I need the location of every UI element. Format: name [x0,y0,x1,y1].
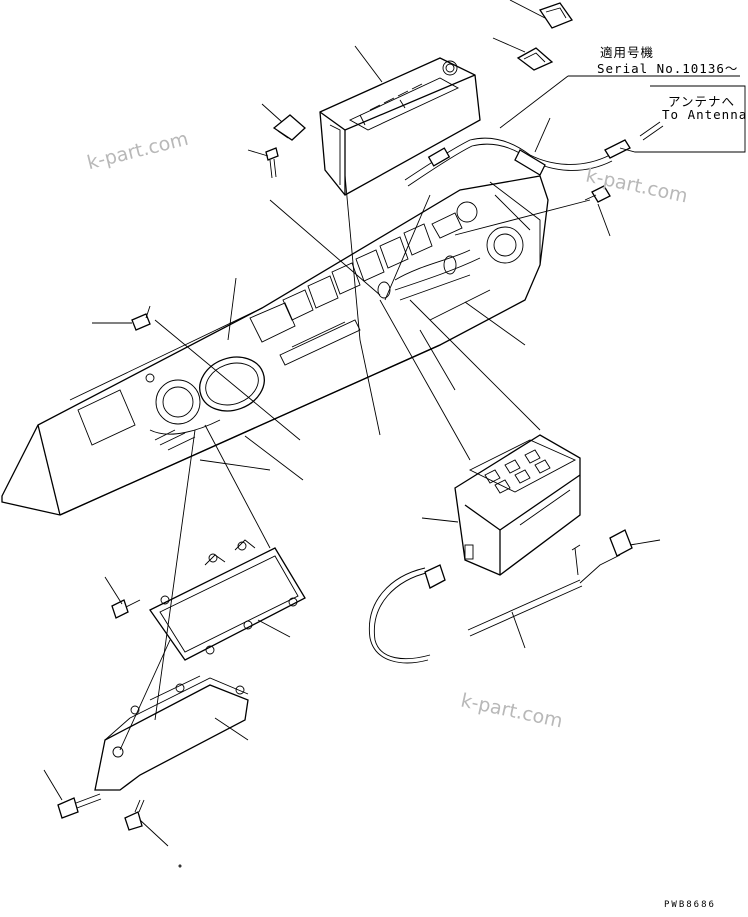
antenna-note-en: To Antenna [662,107,748,122]
small-cap [272,114,306,141]
bolt-lower-left [57,793,102,819]
dashboard-console [1,175,549,516]
bolt-plate [111,599,141,619]
assembly-lines [119,174,591,751]
connector-pad [516,47,554,71]
serial-note-number: Serial No.10136～ [597,61,739,76]
lower-bracket [94,675,249,791]
note-leaders [499,75,746,153]
callout-leaders [43,0,661,847]
bolt-upper [265,147,279,179]
wire-harness [368,529,633,664]
switch-box [454,434,581,576]
bolt-left [131,305,151,331]
antenna-bolt [584,185,611,203]
radio-unit [319,57,481,196]
antenna-cable [404,121,664,187]
serial-note-applicable: 適用号機 [600,45,655,60]
drawing-code: PWB8686 [664,900,716,910]
bolt-lower-center [124,799,145,831]
antenna-note-jp: アンテナへ [668,94,736,109]
connector-top [538,2,574,29]
bracket-plate [149,539,306,661]
